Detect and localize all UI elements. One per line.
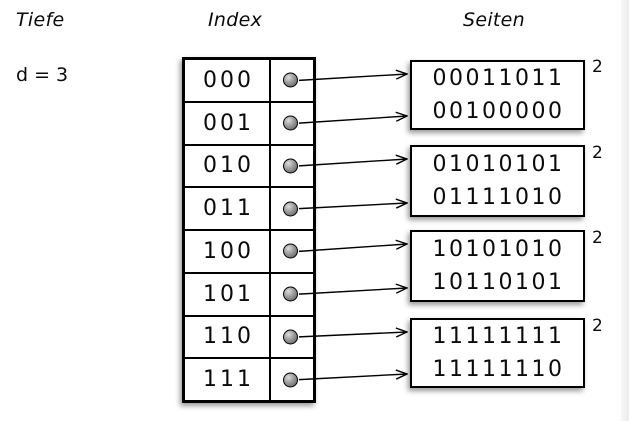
page-entry: 11111110 bbox=[432, 357, 565, 382]
index-row: 001 bbox=[185, 102, 313, 146]
pointer-cell bbox=[271, 359, 313, 400]
index-row: 011 bbox=[185, 188, 313, 231]
pointer-cell bbox=[271, 231, 313, 272]
index-key: 110 bbox=[185, 316, 271, 358]
page-box: 00011011 00100000 bbox=[410, 60, 585, 130]
pointer-dot-icon bbox=[283, 201, 298, 217]
page-entry: 00100000 bbox=[432, 99, 565, 124]
local-depth-label: 2 bbox=[592, 57, 603, 77]
index-column-title: Index bbox=[208, 9, 263, 31]
index-row: 010 bbox=[185, 145, 313, 189]
pointer-cell bbox=[271, 146, 313, 187]
index-key: 101 bbox=[185, 273, 271, 315]
page-entry: 01010101 bbox=[432, 152, 565, 177]
page-entry: 10101010 bbox=[432, 237, 565, 262]
index-row: 101 bbox=[185, 273, 313, 317]
index-key: 011 bbox=[185, 188, 271, 229]
pointer-cell bbox=[271, 103, 313, 144]
pointer-dot-icon bbox=[283, 158, 298, 174]
local-depth-label: 2 bbox=[592, 316, 603, 336]
index-key: 000 bbox=[185, 60, 271, 101]
index-row: 100 bbox=[185, 231, 313, 274]
pointer-cell bbox=[271, 188, 313, 229]
page-entry: 01111010 bbox=[432, 185, 565, 210]
index-key: 100 bbox=[185, 231, 271, 272]
index-table: 000 001 010 011 100 101 110 111 bbox=[182, 57, 316, 403]
depth-column-title: Tiefe bbox=[16, 9, 65, 31]
index-key: 001 bbox=[185, 102, 271, 144]
page-box: 01010101 01111010 bbox=[410, 145, 585, 217]
page-entry: 11111111 bbox=[432, 324, 565, 349]
page-edge-band bbox=[621, 0, 629, 421]
local-depth-label: 2 bbox=[592, 143, 603, 163]
index-key: 111 bbox=[185, 359, 271, 400]
index-row: 110 bbox=[185, 316, 313, 360]
page-entry: 10110101 bbox=[432, 270, 565, 295]
global-depth-value: d = 3 bbox=[16, 64, 69, 86]
pointer-dot-icon bbox=[283, 243, 298, 259]
pointer-dot-icon bbox=[283, 329, 298, 345]
pointer-dot-icon bbox=[283, 286, 298, 302]
pages-column-title: Seiten bbox=[463, 9, 526, 31]
page-box: 10101010 10110101 bbox=[410, 230, 585, 302]
index-key: 010 bbox=[185, 145, 271, 187]
index-row: 000 bbox=[185, 60, 313, 103]
page-box: 11111111 11111110 bbox=[410, 318, 585, 388]
pointer-cell bbox=[271, 60, 313, 101]
pointer-cell bbox=[271, 317, 313, 358]
pointer-cell bbox=[271, 274, 313, 315]
pointer-dot-icon bbox=[283, 115, 298, 131]
page-entry: 00011011 bbox=[432, 66, 565, 91]
pointer-dot-icon bbox=[283, 372, 298, 388]
index-row: 111 bbox=[185, 359, 313, 400]
local-depth-label: 2 bbox=[592, 228, 603, 248]
pointer-dot-icon bbox=[283, 72, 298, 88]
